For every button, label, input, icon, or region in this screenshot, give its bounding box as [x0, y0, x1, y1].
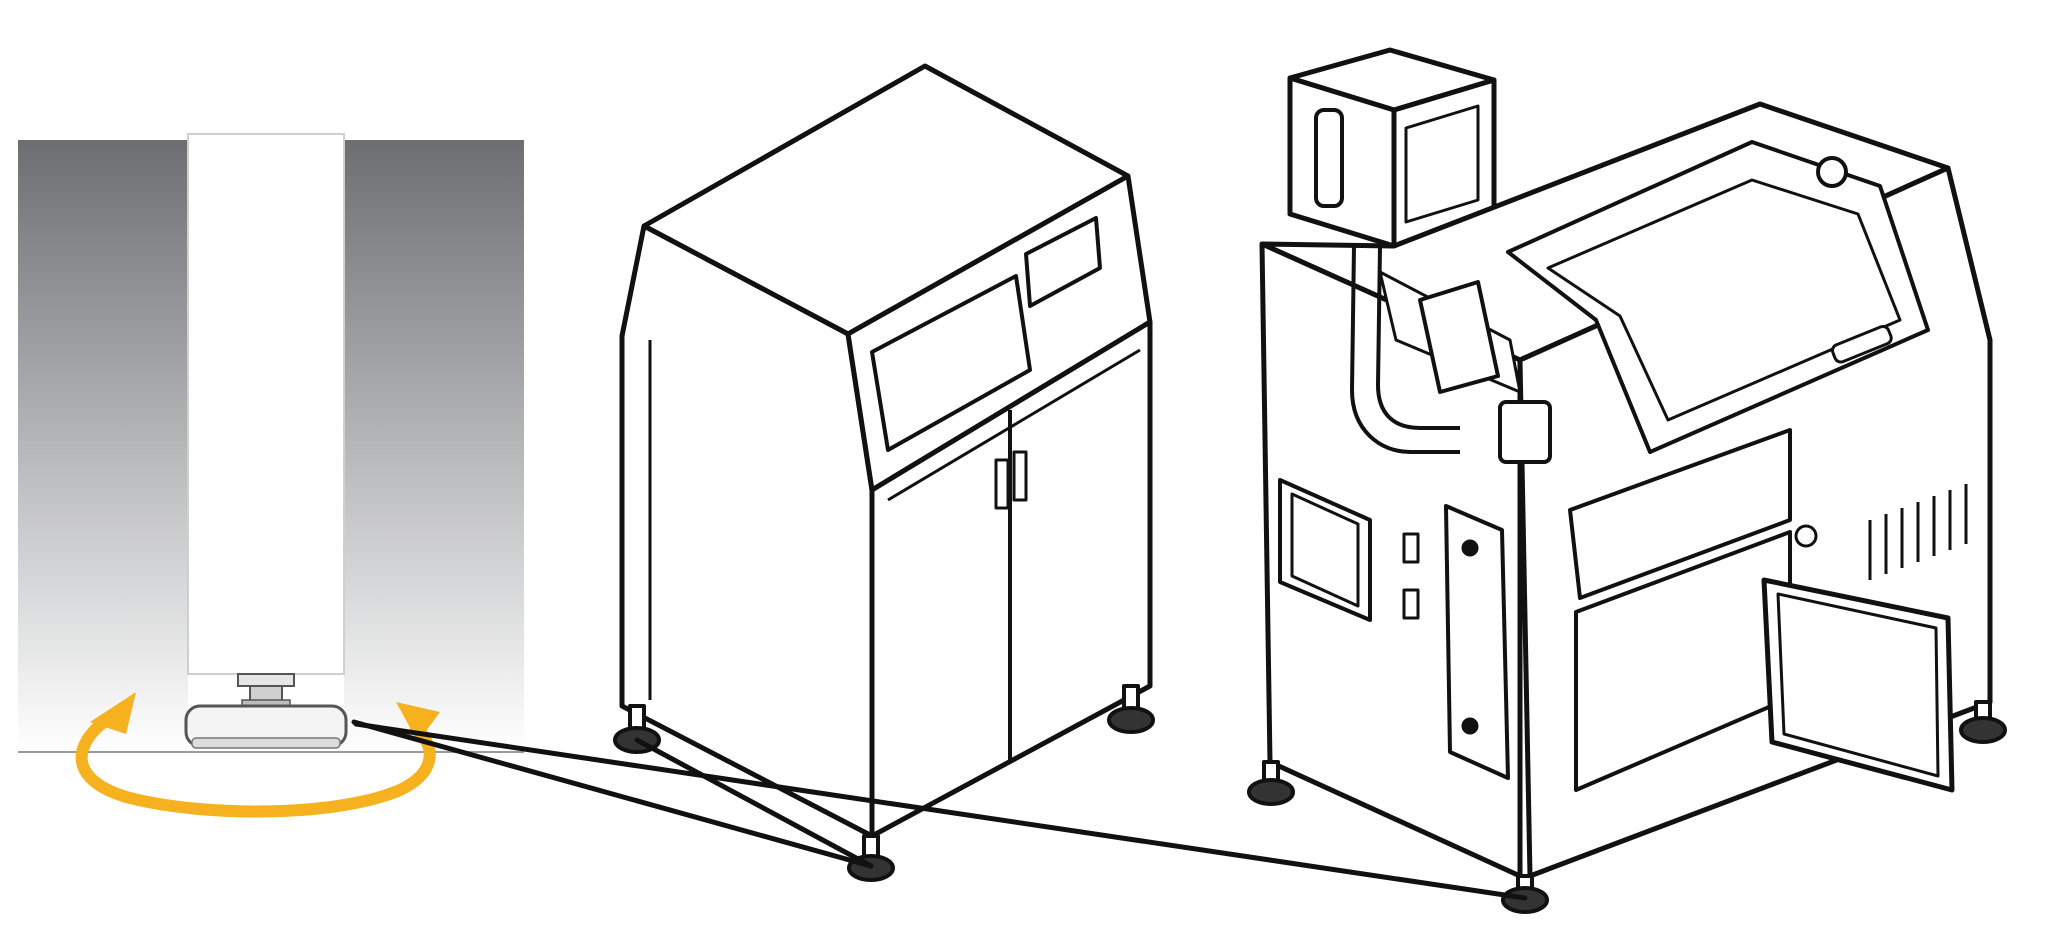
side-window-latch-1: [1402, 532, 1420, 564]
chamber-opening: [1568, 428, 1792, 600]
cabinet-handle-right: [1012, 450, 1028, 502]
cabinet-small-panel: [1024, 216, 1102, 308]
machine-leg: [187, 133, 345, 675]
cabinet-handle-left: [994, 458, 1010, 510]
viewing-window-handle: [1830, 324, 1893, 364]
top-module-handle: [1314, 108, 1344, 208]
side-door-bolt-1: [1461, 539, 1479, 557]
callout-lines: [351, 719, 1528, 901]
leveling-foot-closeup: [18, 133, 524, 753]
callout-line-2: [353, 721, 1528, 901]
cabinet-foot-3: [1107, 706, 1155, 734]
top-module-window: [1404, 104, 1480, 224]
control-screen: [1418, 280, 1500, 394]
rotation-arrow-path: [75, 710, 436, 818]
side-door-bolt-2: [1461, 717, 1479, 735]
side-knob: [1794, 524, 1818, 548]
viewing-window-glass: [1546, 178, 1902, 422]
vent-grille: [1868, 484, 1968, 580]
workstation-foot-3: [1959, 716, 2007, 744]
open-door-inner: [1776, 592, 1940, 778]
rotation-arrow: [75, 692, 440, 818]
cabinet-screen: [870, 274, 1032, 452]
side-window-inner: [1290, 492, 1360, 608]
rotation-arrow-head-right: [396, 702, 440, 742]
stem-collar: [237, 673, 295, 687]
callout-line-1: [351, 719, 874, 869]
cabinet-machine: [613, 63, 1155, 882]
hose-outer: [1350, 245, 1460, 454]
foot-pad-base: [191, 737, 341, 749]
left-shaded-panel: [18, 140, 188, 752]
cabinet-door-top-edge: [887, 348, 1141, 502]
side-door: [1444, 504, 1510, 780]
top-indicator-light: [1816, 156, 1848, 188]
right-shaded-panel: [344, 140, 524, 752]
workstation-machine: [1247, 47, 2007, 914]
knob-slot: [1498, 400, 1552, 464]
callout-line-3: [634, 737, 874, 869]
rotation-arrow-head-left: [90, 692, 136, 734]
side-window-latch-2: [1402, 588, 1420, 620]
hose-inner: [1376, 245, 1460, 430]
workstation-foot-1: [1247, 778, 1295, 806]
open-door: [1761, 577, 1955, 793]
side-window: [1278, 478, 1372, 622]
